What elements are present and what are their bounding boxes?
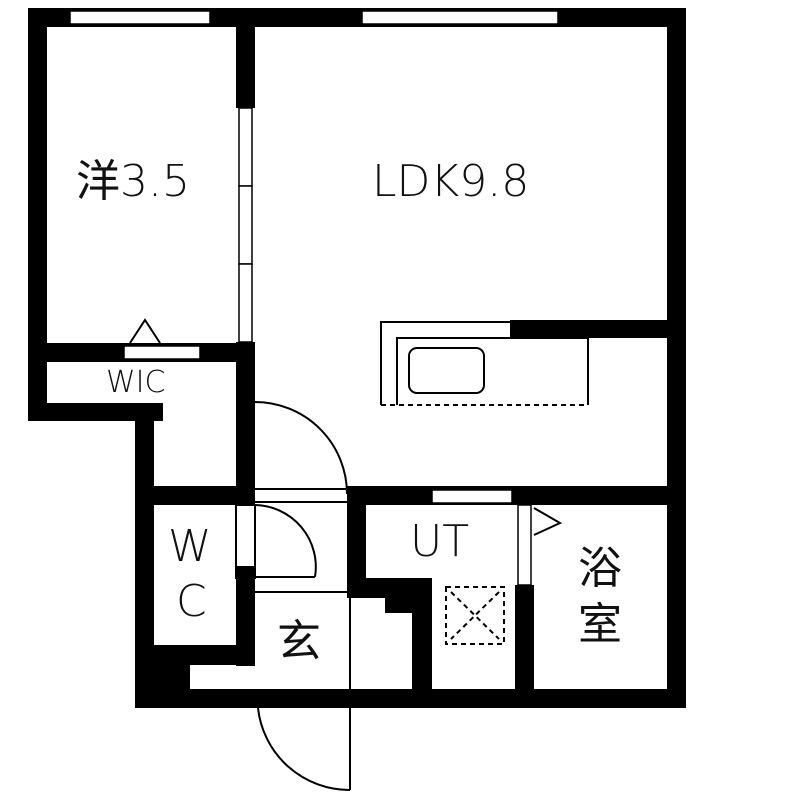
doors [129, 318, 563, 792]
room-label-wc-line1: W [168, 521, 212, 572]
washer-pan [445, 586, 505, 645]
room-label-wc-line2: C [176, 576, 207, 627]
room-label-ldk: LDK9.8 [372, 156, 530, 207]
room-label-western: 洋3.5 [76, 156, 190, 207]
room-label-bath-line1: 浴 [578, 543, 622, 594]
room-label-ut: UT [410, 516, 470, 567]
room-label-bath-line2: 室 [578, 599, 622, 650]
kitchen-counter [380, 321, 589, 406]
windows [69, 10, 559, 586]
room-label-wic: WIC [106, 365, 166, 400]
room-label-entrance: 玄 [277, 616, 321, 667]
